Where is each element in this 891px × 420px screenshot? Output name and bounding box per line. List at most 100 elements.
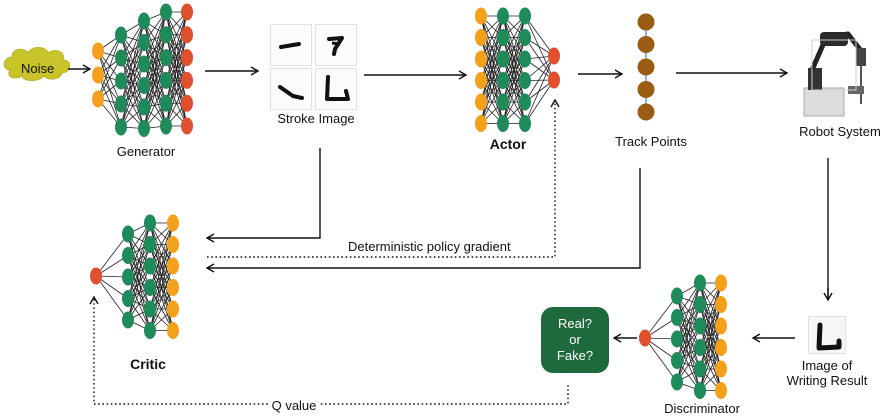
network-edge [97, 34, 122, 100]
network-edge [143, 57, 167, 129]
network-edge [502, 58, 526, 124]
neuron [475, 93, 487, 111]
decision-line2: or [569, 332, 581, 347]
network-edge [524, 55, 555, 124]
neuron [138, 12, 150, 30]
network-edge [502, 37, 526, 124]
network-edge [97, 57, 122, 100]
neuron [715, 360, 727, 378]
neuron [671, 352, 683, 369]
neuron [144, 279, 156, 296]
neuron [138, 55, 150, 73]
network-edge [676, 282, 701, 340]
network-edge [699, 282, 722, 370]
decision-line1: Real? [558, 316, 592, 331]
neuron [92, 90, 104, 108]
writing-result-thumbnail [808, 316, 846, 354]
generator-network [92, 3, 193, 137]
neuron [639, 329, 651, 347]
neuron [167, 322, 179, 339]
neuron [475, 115, 487, 132]
neuron [519, 115, 531, 132]
neuron [167, 214, 179, 232]
critic-network [90, 214, 179, 339]
decision-line3: Fake? [556, 348, 594, 363]
neuron [181, 3, 193, 21]
arrow-track-critic [205, 168, 641, 273]
neuron [144, 257, 156, 275]
generator-label: Generator [116, 144, 176, 159]
network-edge [149, 222, 174, 310]
neuron [122, 247, 134, 264]
network-edge [120, 57, 145, 129]
writing-result-label-line2: Writing Result [786, 373, 868, 388]
neuron [715, 339, 727, 356]
neuron [138, 120, 150, 137]
neuron [475, 29, 487, 46]
track-point [637, 81, 655, 98]
network-edge [165, 34, 188, 127]
neuron [694, 296, 706, 313]
robot-system-label: Robot System [799, 124, 881, 139]
network-edge [524, 15, 555, 81]
arrow-stroke-critic [205, 148, 321, 243]
neuron [181, 71, 193, 89]
discriminator-label: Discriminator [664, 401, 740, 416]
network-edge [143, 80, 167, 129]
robot-arm-icon [803, 31, 866, 117]
neuron [138, 98, 150, 116]
network-edge [120, 34, 145, 86]
network-edge [644, 337, 678, 383]
neuron [715, 317, 727, 335]
network-edge [120, 57, 145, 108]
dotted-arrows [89, 98, 569, 405]
neuron [671, 309, 683, 326]
neuron [92, 66, 104, 84]
network-edge [699, 325, 722, 391]
network-edge [165, 11, 188, 104]
network-edge [480, 15, 504, 103]
neuron [671, 330, 683, 348]
neuron [144, 236, 156, 253]
network-edge [127, 222, 151, 299]
neuron [160, 94, 172, 112]
network-edge [95, 275, 129, 321]
neuron [115, 72, 127, 90]
neuron [115, 49, 127, 67]
neuron [160, 71, 172, 89]
network-edge [120, 63, 145, 128]
network-edge [165, 80, 188, 127]
neuron [115, 118, 127, 136]
network-edge [143, 42, 167, 104]
neuron [694, 274, 706, 292]
network-edge [120, 42, 145, 128]
network-edge [149, 222, 174, 267]
neuron [144, 214, 156, 232]
neuron [548, 71, 560, 89]
network-edge [524, 37, 555, 81]
neuron [497, 7, 509, 25]
neuron [694, 317, 706, 335]
network-edge [676, 282, 701, 361]
network-edge [502, 15, 526, 60]
network-edge [120, 20, 145, 105]
critic-label: Critic [130, 356, 166, 372]
q-value-label: Q value [269, 398, 319, 413]
neuron [519, 93, 531, 111]
track-points-chain [637, 13, 655, 121]
neuron [715, 382, 727, 399]
neuron [160, 117, 172, 135]
q-value-dotted-arrow [89, 295, 569, 405]
neuron [519, 29, 531, 46]
neuron [519, 72, 531, 89]
network-edge [676, 325, 701, 383]
neuron [181, 94, 193, 112]
network-edge [127, 222, 151, 278]
network-edge [644, 295, 678, 339]
network-edge [699, 304, 722, 391]
real-or-fake-box: Real? or Fake? [541, 307, 609, 373]
neuron [122, 311, 134, 329]
neuron [181, 26, 193, 44]
network-edge [149, 265, 174, 331]
